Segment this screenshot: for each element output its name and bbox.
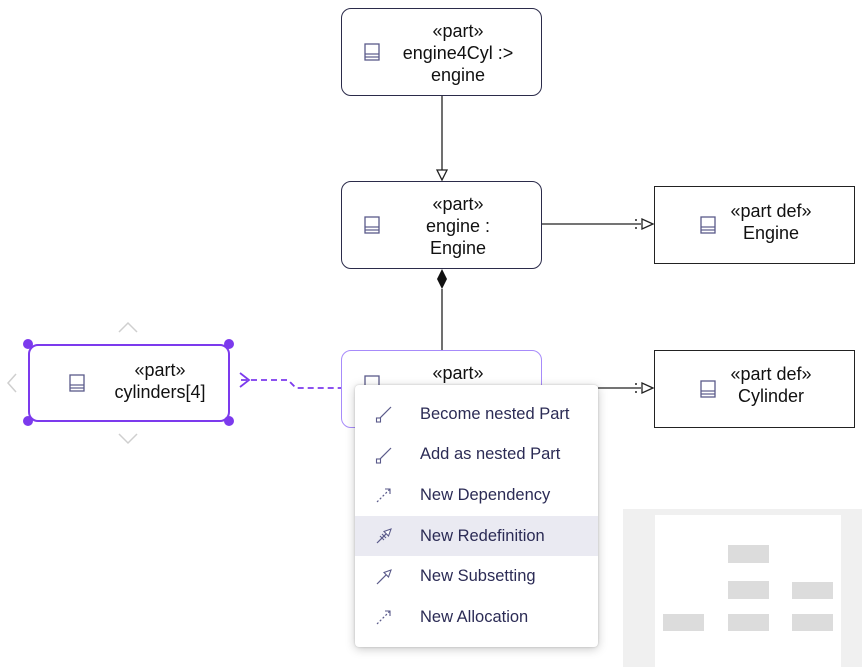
nav-chevrons (6, 321, 138, 445)
node-label: «part def» Cylinder (725, 363, 817, 407)
node-part-cylinders[interactable]: «part» cylinders[4] (28, 344, 230, 422)
allocation-icon (376, 610, 391, 625)
minimap-node (728, 581, 769, 599)
nested-part-icon (375, 406, 392, 423)
resize-handle-bottom-right[interactable] (224, 416, 234, 426)
edge-subsetting[interactable] (435, 96, 449, 182)
node-stereotype: «part def» (730, 201, 812, 221)
minimap-node (728, 545, 769, 563)
node-part-def-cylinder[interactable]: «part def» Cylinder (654, 350, 855, 428)
node-name: cylinders[4] (114, 382, 206, 402)
node-stereotype: «part» (432, 194, 484, 214)
menu-item-new-allocation[interactable]: New Allocation (355, 597, 598, 638)
nested-part-icon (375, 447, 392, 464)
minimap-node (663, 614, 704, 631)
menu-item-add-as-nested-part[interactable]: Add as nested Part (355, 435, 598, 476)
node-type: engine (430, 65, 486, 85)
node-name: Cylinder (737, 386, 805, 406)
menu-item-new-dependency[interactable]: New Dependency (355, 475, 598, 516)
node-part-engine4cyl[interactable]: «part» engine4Cyl :> engine (341, 8, 542, 96)
edge-definition-cylinder[interactable] (598, 381, 655, 395)
node-name: Engine (742, 223, 800, 243)
node-name: engine4Cyl :> (402, 43, 514, 63)
edge-pending-dependency[interactable] (239, 372, 341, 389)
chevron-left-icon (6, 373, 17, 393)
menu-item-label: New Subsetting (420, 567, 536, 586)
minimap-node (792, 582, 833, 599)
edge-definition-engine[interactable] (542, 217, 655, 231)
minimap[interactable] (623, 509, 862, 667)
part-def-icon (700, 216, 716, 234)
resize-handle-top-right[interactable] (224, 339, 234, 349)
node-name: engine : (425, 216, 491, 236)
dependency-icon (376, 488, 391, 503)
node-label: «part» cylinders[4] (94, 359, 226, 403)
redefinition-icon (376, 528, 392, 544)
node-stereotype: «part» (432, 363, 484, 383)
resize-handle-bottom-left[interactable] (23, 416, 33, 426)
node-label: «part» engine4Cyl :> engine (387, 20, 529, 86)
chevron-down-icon (118, 433, 138, 445)
part-icon (69, 374, 85, 392)
minimap-node (728, 614, 769, 631)
node-label: «part» (387, 362, 529, 384)
node-stereotype: «part def» (730, 364, 812, 384)
node-part-engine[interactable]: «part» engine : Engine (341, 181, 542, 269)
minimap-node (792, 614, 833, 631)
part-icon (364, 216, 380, 234)
subsetting-icon (376, 568, 392, 585)
menu-item-become-nested-part[interactable]: Become nested Part (355, 394, 598, 435)
resize-handle-top-left[interactable] (23, 339, 33, 349)
node-label: «part def» Engine (725, 200, 817, 244)
menu-item-label: New Allocation (420, 607, 529, 626)
node-type: Engine (429, 238, 487, 258)
part-icon (364, 43, 380, 61)
node-label: «part» engine : Engine (387, 193, 529, 259)
chevron-up-icon (118, 321, 138, 333)
menu-item-new-redefinition[interactable]: New Redefinition (355, 515, 598, 557)
menu-item-label: New Dependency (420, 485, 551, 504)
menu-item-label: Become nested Part (420, 404, 570, 423)
part-def-icon (700, 380, 716, 398)
connection-context-menu: Become nested Part Add as nested Part Ne… (355, 385, 598, 647)
menu-item-label: New Redefinition (420, 526, 545, 545)
node-stereotype: «part» (432, 21, 484, 41)
menu-item-new-subsetting[interactable]: New Subsetting (355, 556, 598, 597)
node-stereotype: «part» (134, 360, 186, 380)
node-part-def-engine[interactable]: «part def» Engine (654, 186, 855, 264)
edge-composition[interactable] (437, 269, 447, 351)
menu-item-label: Add as nested Part (420, 445, 561, 464)
